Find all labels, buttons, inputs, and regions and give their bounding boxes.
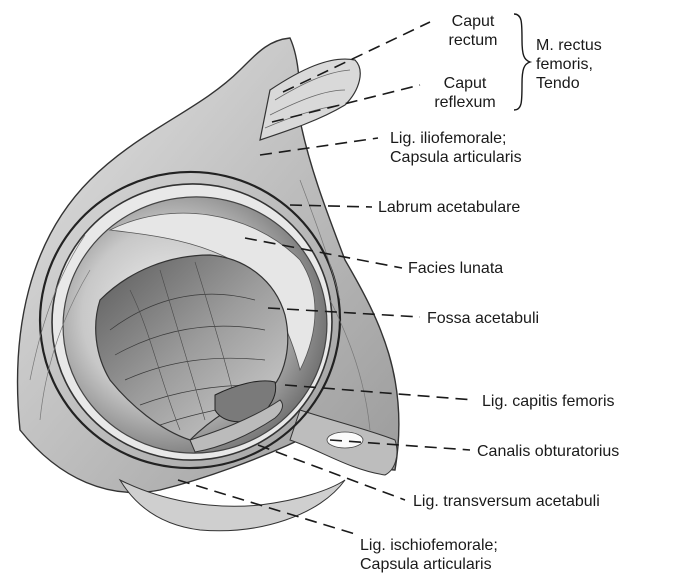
label-lig-iliofemorale: Lig. iliofemorale; Capsula articularis (390, 129, 522, 167)
brace (514, 14, 530, 110)
label-fossa-acetabuli: Fossa acetabuli (427, 309, 539, 328)
label-caput-reflexum: Caput reflexum (424, 74, 506, 112)
label-caput-rectum: Caput rectum (440, 12, 506, 50)
label-canalis-obturatorius: Canalis obturatorius (477, 442, 619, 461)
label-lig-ischiofemorale: Lig. ischiofemorale; Capsula articularis (360, 536, 498, 574)
label-labrum-acetabulare: Labrum acetabulare (378, 198, 520, 217)
label-m-rectus-femoris: M. rectus femoris, Tendo (536, 36, 602, 93)
label-lig-transversum-acetabuli: Lig. transversum acetabuli (413, 492, 600, 511)
label-facies-lunata: Facies lunata (408, 259, 503, 278)
label-lig-capitis-femoris: Lig. capitis femoris (482, 392, 615, 411)
